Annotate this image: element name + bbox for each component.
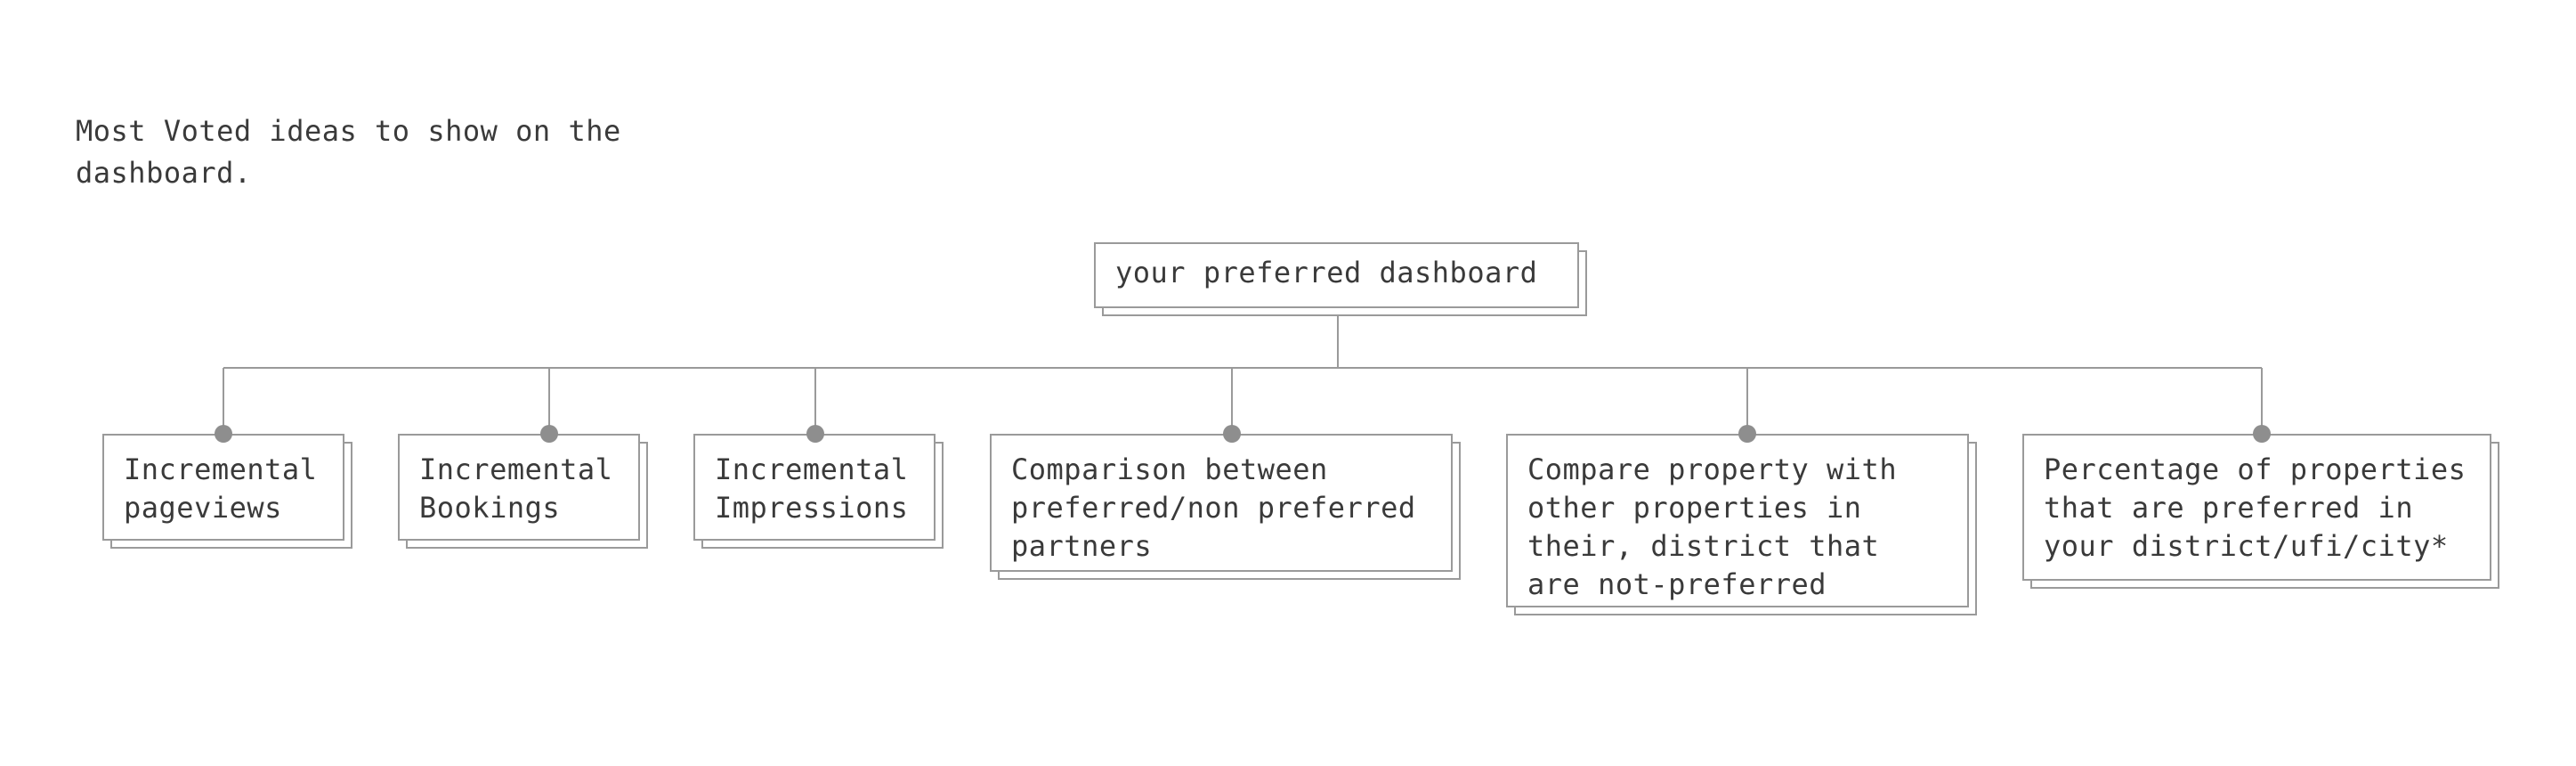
root-node[interactable]: your preferred dashboard bbox=[1094, 242, 1579, 308]
child-node-percentage-properties[interactable]: Percentage of properties that are prefer… bbox=[2022, 434, 2491, 581]
child-node-incremental-impressions[interactable]: Incremental Impressions bbox=[693, 434, 936, 541]
child-node-incremental-pageviews[interactable]: Incremental pageviews bbox=[102, 434, 344, 541]
child-node-incremental-bookings[interactable]: Incremental Bookings bbox=[398, 434, 640, 541]
child-node-compare-property[interactable]: Compare property with other properties i… bbox=[1506, 434, 1969, 607]
diagram-note: Most Voted ideas to show on the dashboar… bbox=[76, 114, 621, 190]
child-node-comparison-preferred[interactable]: Comparison between preferred/non preferr… bbox=[990, 434, 1453, 572]
